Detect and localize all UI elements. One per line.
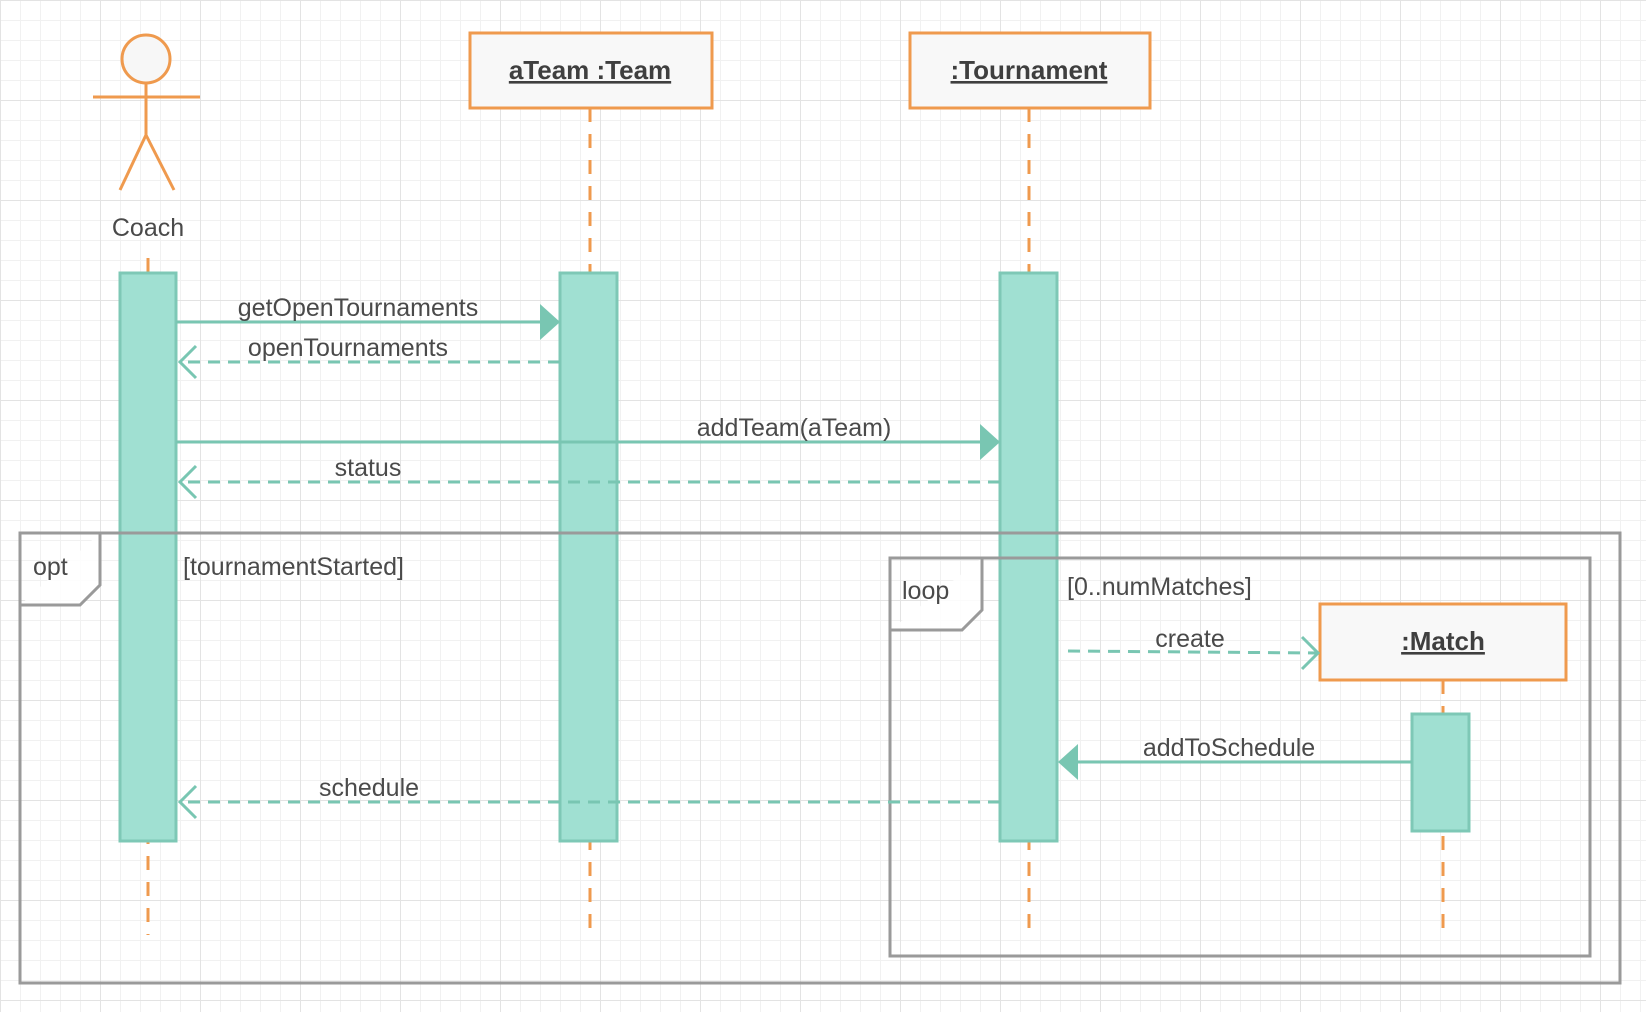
lifeline-team-label: aTeam :Team xyxy=(509,55,671,85)
loop-guard-label: [0..numMatches] xyxy=(1067,573,1252,601)
message-label: status xyxy=(335,454,402,482)
message-add-team: addTeam(aTeam) xyxy=(176,414,1000,460)
message-label: addToSchedule xyxy=(1143,734,1315,762)
opt-guard-label: [tournamentStarted] xyxy=(183,553,404,581)
message-open-tournaments: openTournaments xyxy=(177,334,560,380)
lifeline-team-header[interactable]: aTeam :Team xyxy=(468,31,714,110)
message-label: create xyxy=(1155,625,1224,653)
message-schedule: schedule xyxy=(177,774,1000,820)
opt-frame: opt [tournamentStarted] xyxy=(18,531,1622,985)
actor-coach[interactable]: Coach xyxy=(93,33,200,242)
message-label: getOpenTournaments xyxy=(238,294,478,322)
loop-frame: loop [0..numMatches] xyxy=(888,556,1592,958)
stick-figure-icon xyxy=(93,33,200,191)
lifeline-match-label: :Match xyxy=(1401,626,1485,656)
actor-label: Coach xyxy=(112,214,184,242)
message-label: addTeam(aTeam) xyxy=(697,414,892,442)
message-create: create xyxy=(1067,625,1321,671)
lifeline-tournament-label: :Tournament xyxy=(951,55,1108,85)
lifeline-tournament-header[interactable]: :Tournament xyxy=(908,31,1152,110)
loop-operator-label: loop xyxy=(902,577,949,605)
message-status: status xyxy=(177,454,1000,500)
message-add-to-schedule: addToSchedule xyxy=(1058,734,1412,780)
message-get-open-tournaments: getOpenTournaments xyxy=(176,294,560,340)
activation-match xyxy=(1410,712,1471,833)
activation-team xyxy=(558,271,619,843)
message-label: openTournaments xyxy=(248,334,448,362)
opt-operator-label: opt xyxy=(33,553,68,581)
lifeline-match-header[interactable]: :Match xyxy=(1318,602,1568,682)
message-label: schedule xyxy=(319,774,419,802)
activation-coach xyxy=(118,271,178,843)
